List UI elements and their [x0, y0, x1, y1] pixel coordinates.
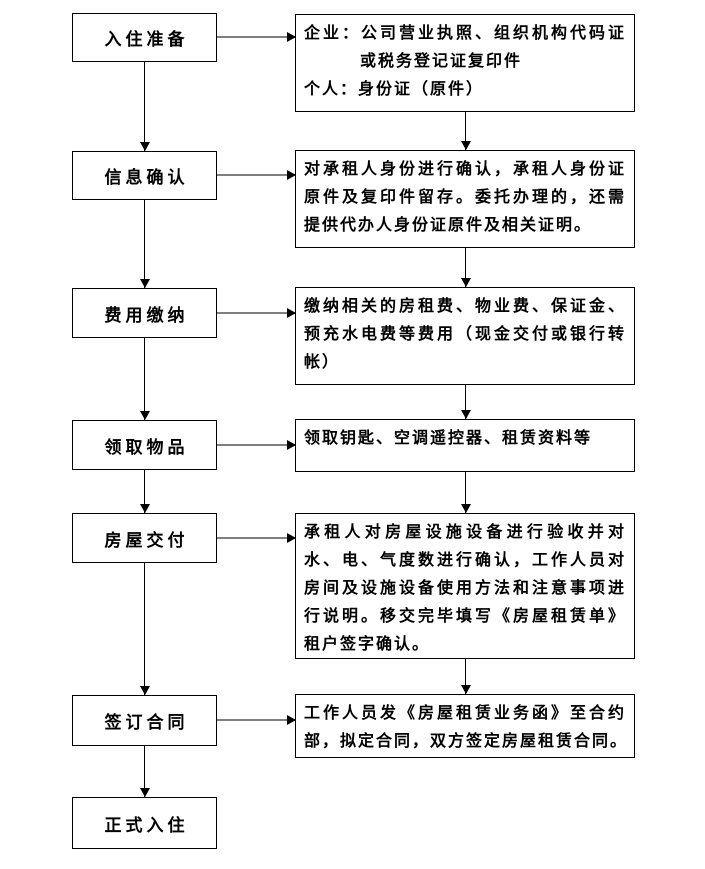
step-label-official-move-in: 正式入住	[104, 815, 189, 835]
detail-box-info-confirmation: 对承租人身份进行确认，承租人身份证 原件及复印件留存。委托办理的，还需 提供代办…	[295, 150, 635, 248]
detail-line: 企业：公司营业执照、组织机构代码证	[304, 25, 626, 42]
step-box-fee-payment: 费用缴纳	[72, 288, 217, 338]
detail-line: 预充水电费等费用（现金交付或银行转	[304, 326, 626, 343]
arrow-right-icon	[217, 32, 296, 42]
step-label-move-in-preparation: 入住准备	[104, 30, 189, 49]
detail-line: 个人：身份证（原件）	[304, 81, 485, 98]
detail-line: 或税务登记证复印件	[360, 53, 523, 70]
detail-line: 提供代办人身份证原件及相关证明。	[304, 217, 593, 234]
arrow-right-icon	[217, 308, 296, 318]
arrow-down-icon	[139, 338, 150, 420]
step-box-contract-signing: 签订合同	[72, 695, 217, 746]
arrow-down-icon	[460, 472, 471, 513]
detail-line: 帐）	[304, 354, 341, 371]
step-box-info-confirmation: 信息确认	[72, 151, 217, 200]
arrow-right-icon	[217, 533, 296, 543]
detail-line: 工作人员发《房屋租赁业务函》至合约	[304, 705, 626, 722]
detail-line: 领取钥匙、空调遥控器、租赁资料等	[304, 430, 593, 447]
arrow-down-icon	[139, 746, 150, 797]
detail-line: 水、电、气度数进行确认，工作人员对	[304, 552, 626, 569]
step-label-contract-signing: 签订合同	[104, 713, 189, 732]
arrow-right-icon	[217, 170, 296, 180]
step-box-official-move-in: 正式入住	[72, 797, 217, 849]
arrow-down-icon	[139, 200, 150, 288]
detail-box-contract-signing: 工作人员发《房屋租赁业务函》至合约 部，拟定合同，双方签定房屋租赁合同。	[295, 694, 635, 758]
detail-line: 原件及复印件留存。委托办理的，还需	[304, 189, 626, 206]
step-label-info-confirmation: 信息确认	[104, 168, 189, 187]
step-box-house-handover: 房屋交付	[72, 513, 217, 563]
detail-line: 房间及设施设备使用方法和注意事项进	[304, 580, 626, 597]
arrow-down-icon	[139, 470, 150, 513]
detail-line: 缴纳相关的房租费、物业费、保证金、	[304, 298, 626, 315]
detail-box-house-handover: 承租人对房屋设施设备进行验收并对 水、电、气度数进行确认，工作人员对 房间及设施…	[295, 513, 635, 659]
step-label-item-collection: 领取物品	[104, 437, 189, 457]
detail-box-move-in-preparation: 企业：公司营业执照、组织机构代码证 或税务登记证复印件 个人：身份证（原件）	[295, 14, 635, 112]
detail-box-item-collection: 领取钥匙、空调遥控器、租赁资料等	[295, 419, 635, 472]
step-box-move-in-preparation: 入住准备	[72, 13, 217, 62]
detail-line: 承租人对房屋设施设备进行验收并对	[304, 524, 626, 541]
arrow-down-icon	[139, 62, 150, 151]
detail-line: 部，拟定合同，双方签定房屋租赁合同。	[304, 733, 629, 750]
arrow-right-icon	[217, 440, 296, 450]
detail-box-fee-payment: 缴纳相关的房租费、物业费、保证金、 预充水电费等费用（现金交付或银行转 帐）	[295, 287, 635, 385]
detail-line: 对承租人身份进行确认，承租人身份证	[304, 161, 626, 178]
arrow-down-icon	[139, 563, 150, 695]
step-box-item-collection: 领取物品	[72, 420, 217, 470]
step-label-house-handover: 房屋交付	[104, 530, 189, 550]
step-label-fee-payment: 费用缴纳	[104, 305, 189, 325]
arrow-down-icon	[460, 248, 471, 287]
detail-line: 行说明。移交完毕填写《房屋租赁单》	[304, 608, 626, 625]
detail-line: 租户签字确认。	[304, 636, 431, 653]
arrow-down-icon	[460, 659, 471, 694]
arrow-down-icon	[460, 385, 471, 419]
arrow-right-icon	[217, 715, 296, 725]
arrow-down-icon	[460, 112, 471, 150]
